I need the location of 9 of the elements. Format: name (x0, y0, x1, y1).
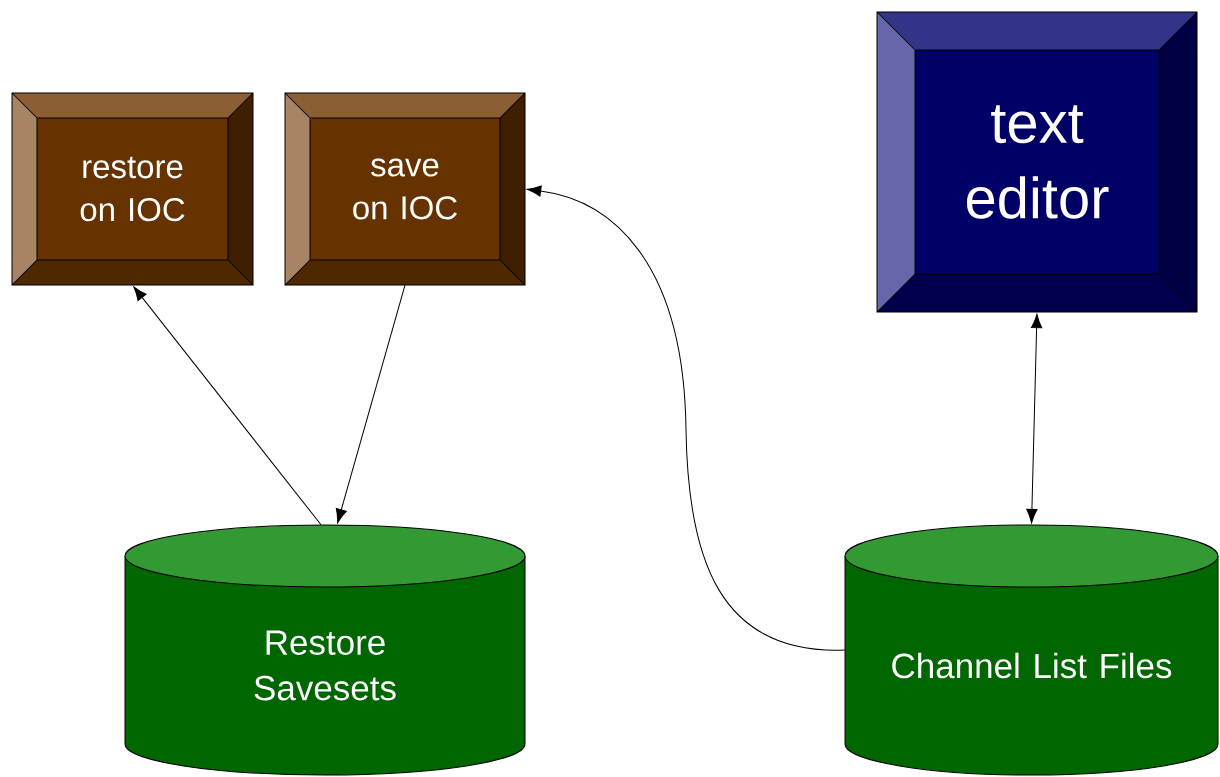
cylinder: Restore Savesets (124, 524, 526, 776)
bevel-box: save on IOC (284, 92, 526, 286)
cylinder: Channel List Files (844, 524, 1219, 776)
arrow (526, 185, 846, 651)
bevel-box: text editor (876, 11, 1198, 313)
arrow (1026, 313, 1043, 524)
arrow (133, 286, 322, 526)
bevel-box: restore on IOC (11, 92, 254, 286)
arrow (335, 284, 406, 524)
